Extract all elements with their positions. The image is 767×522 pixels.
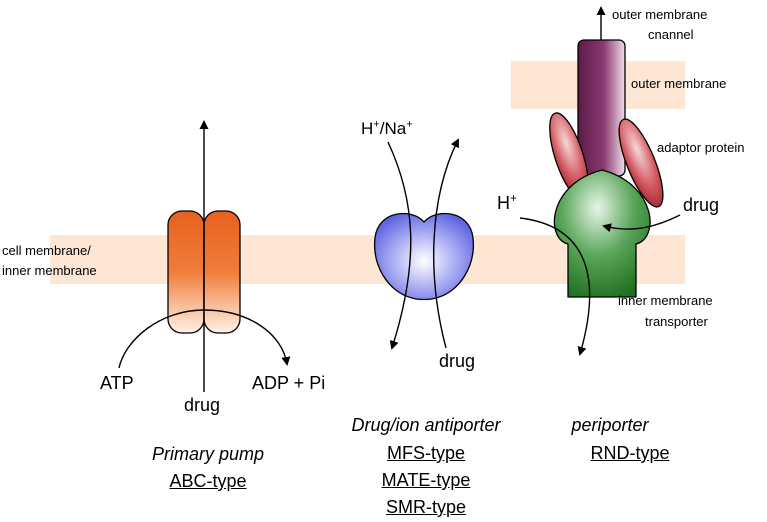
cell-membrane-label: cell membrane/ (2, 243, 91, 258)
proton-influx-arrow (519, 217, 591, 356)
abc-transporter (118, 120, 291, 392)
drug-efflux-arrow (433, 138, 459, 349)
adaptor-protein-right (618, 118, 664, 208)
ion-sup-2: + (406, 118, 413, 131)
ion-separator: /Na (379, 119, 407, 138)
adp-label: ADP + Pi (252, 373, 326, 393)
outer-membrane-channel (577, 39, 626, 177)
atp-hydrolysis-arrow (118, 309, 291, 369)
rnd-drug-label: drug (683, 195, 720, 215)
abc-drug-label: drug (184, 395, 221, 415)
proton-base: H (497, 193, 510, 213)
rnd-pump (519, 6, 681, 356)
ion-base-1: H (361, 119, 374, 138)
ion-influx-arrow (387, 141, 412, 350)
ion-sup-1: + (373, 118, 380, 131)
rnd-type-label: RND-type (590, 443, 670, 463)
outer-channel-label-line2: cnannel (648, 27, 694, 42)
adaptor-protein-label: adaptor protein (657, 140, 745, 155)
antiporter-protein (374, 138, 474, 350)
transporter-label-line2: transporter (645, 314, 708, 329)
transporter-label-line1: inner membrane (618, 293, 713, 308)
abc-category-label: Primary pump (151, 444, 265, 464)
mate-type-label: MATE-type (381, 470, 471, 490)
ion-label: H+/Na+ (361, 118, 413, 138)
outer-channel-label-line1: outer membrane (612, 7, 708, 22)
antiporter-body (374, 213, 474, 301)
proton-label: H+ (497, 192, 517, 213)
antiporter-drug-label: drug (439, 351, 476, 371)
smr-type-label: SMR-type (385, 497, 467, 517)
outer-membrane-label: outer membrane (631, 76, 727, 91)
abc-type-label: ABC-type (169, 471, 247, 491)
rnd-drug-arrow (602, 214, 681, 233)
mfs-type-label: MFS-type (386, 443, 466, 463)
antiporter-category-label: Drug/ion antiporter (351, 415, 501, 435)
proton-sup: + (510, 192, 517, 205)
atp-label: ATP (100, 373, 134, 393)
inner-membrane-transporter (553, 169, 651, 298)
abc-subunit-right (203, 210, 241, 334)
inner-membrane-label: inner membrane (2, 263, 97, 278)
rnd-category-label: periporter (571, 415, 649, 435)
